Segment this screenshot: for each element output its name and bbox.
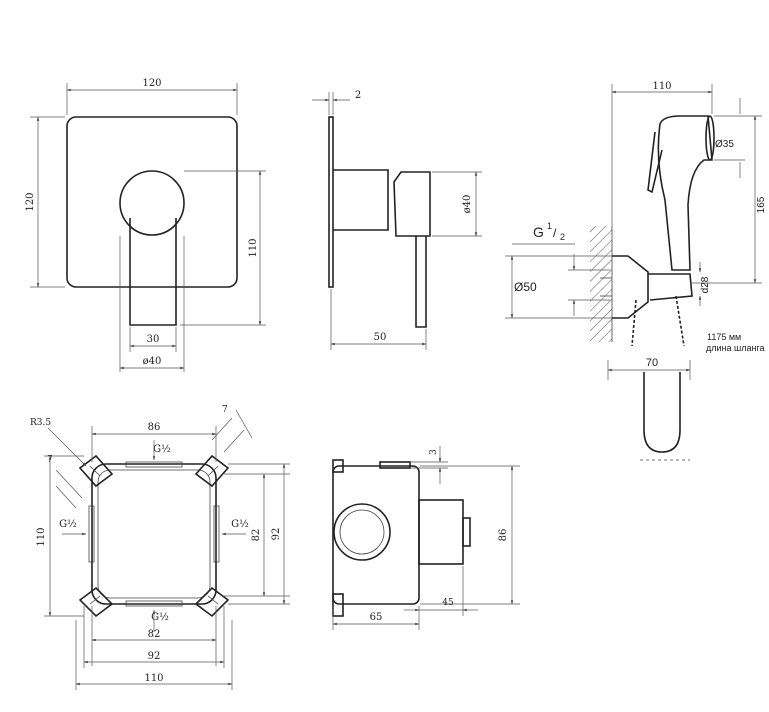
- side-view: 2 ø40 50: [312, 90, 482, 350]
- shower-outlet: [612, 255, 649, 319]
- box-side-tab-top: [332, 459, 344, 473]
- box-bottom-inner-label: 82: [148, 629, 161, 640]
- shower-head-diameter-label: Ø35: [715, 139, 734, 150]
- shower-spacing-label: 70: [646, 357, 658, 369]
- box-port-right-label: G½: [231, 519, 249, 530]
- front-width-label: 120: [142, 78, 161, 89]
- box-side-spindle-label: 45: [442, 598, 454, 608]
- box-top-width-label: 86: [148, 422, 161, 433]
- shower-thread-num: 1: [547, 221, 552, 231]
- hose-loop: [643, 372, 681, 453]
- shower-nozzle: [705, 115, 715, 161]
- side-handle: [393, 171, 431, 237]
- wall-hatch: [590, 226, 612, 342]
- hose-left: [631, 299, 637, 347]
- shower-outlet-offset-label: d28: [700, 276, 711, 293]
- box-side-tab-top2: [379, 461, 411, 469]
- side-plate: [328, 116, 334, 288]
- front-rosette-label: ø40: [143, 356, 162, 367]
- side-handle-diameter-label: ø40: [462, 195, 473, 214]
- side-depth-label: 50: [374, 332, 387, 343]
- box-tab-size-label: 7: [222, 405, 228, 415]
- box-right-outer-label: 92: [271, 528, 282, 541]
- box-front-view: G½ G½ G½ G½ 86 R3.5 7 7 110 82: [30, 405, 290, 690]
- hygienic-shower-view: 110 Ø35 165 d28 G 1 / 2 Ø50 1175 мм длин…: [505, 81, 767, 461]
- front-height-label: 120: [25, 192, 36, 211]
- box-side-view: 3 86 65 45: [332, 446, 520, 630]
- box-mount-ears: [78, 454, 230, 618]
- box-side-height-label: 86: [498, 529, 509, 542]
- box-side-port: [333, 503, 391, 561]
- box-inner: [97, 469, 211, 599]
- box-port-top: [125, 461, 183, 468]
- box-side-body: [332, 465, 420, 605]
- shower-thread-den: 2: [560, 232, 565, 242]
- front-inner-height-label: 110: [248, 238, 259, 257]
- front-plate: [66, 116, 238, 288]
- box-right-inner-label: 82: [251, 529, 262, 542]
- side-plate-thickness-label: 2: [355, 90, 361, 101]
- box-port-top-label: G½: [153, 444, 171, 455]
- shower-trigger: [647, 131, 663, 194]
- box-side-depth-label: 65: [370, 612, 383, 623]
- front-view: 120 120 110 30 ø40: [25, 78, 266, 372]
- box-side-spindle: [418, 499, 464, 565]
- box-corner-radius-label: R3.5: [30, 418, 51, 428]
- box-side-lip-label: 3: [429, 449, 439, 455]
- box-left-height-label: 110: [36, 527, 47, 546]
- side-lever: [415, 236, 427, 328]
- hose-right: [675, 295, 685, 347]
- box-bottom-mid-label: 92: [148, 651, 161, 662]
- shower-holder: [648, 273, 693, 301]
- shower-outlet-diameter-label: Ø50: [514, 280, 537, 294]
- box-port-bottom: [125, 600, 183, 607]
- front-handle-circle: [119, 170, 185, 236]
- front-lever-width-label: 30: [147, 334, 160, 345]
- box-side-tab-bottom: [332, 593, 344, 617]
- box-port-right: [213, 505, 220, 563]
- side-body: [333, 169, 389, 231]
- shower-thread-slash: /: [553, 226, 557, 240]
- box-port-bottom-label: G½: [151, 612, 169, 623]
- shower-reach-label: 110: [652, 81, 671, 92]
- hose-length-caption: длина шланга: [706, 343, 765, 353]
- box-bottom-outer-label: 110: [144, 673, 163, 684]
- shower-head: [657, 115, 713, 271]
- box-port-left: [88, 505, 95, 563]
- front-lever: [129, 218, 177, 326]
- box-port-left-label: G½: [59, 519, 77, 530]
- hose-length-value: 1175 мм: [707, 332, 741, 342]
- shower-height-label: 165: [756, 196, 767, 213]
- box-body: [91, 463, 217, 605]
- shower-thread-label: G: [533, 224, 544, 240]
